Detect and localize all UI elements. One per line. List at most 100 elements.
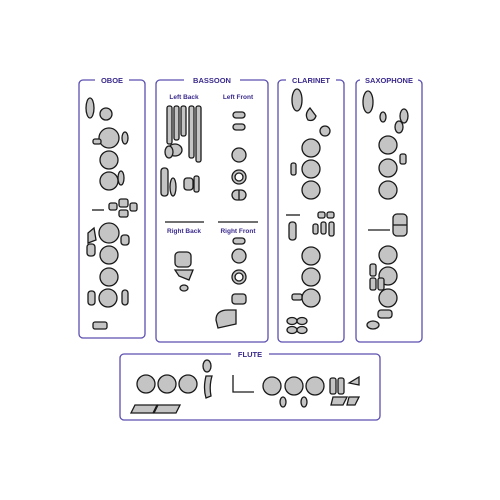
clarinet-title-bg bbox=[286, 75, 336, 85]
oboe-cluster-key-3 bbox=[118, 209, 129, 218]
flute-hole-2 bbox=[157, 374, 177, 394]
clarinet-register-key bbox=[291, 88, 303, 112]
flute-hole-1 bbox=[136, 374, 156, 394]
clarinet-trill-key-5 bbox=[312, 223, 319, 235]
saxophone-keys bbox=[362, 90, 409, 330]
oboe-hole-3 bbox=[99, 150, 119, 170]
oboe-hole-6 bbox=[99, 245, 119, 265]
clarinet-trill-key-3 bbox=[320, 221, 327, 235]
saxophone-panel: SAXOPHONE bbox=[355, 75, 423, 343]
saxophone-hole-1 bbox=[378, 135, 398, 155]
saxophone-title: SAXOPHONE bbox=[365, 76, 413, 85]
clarinet-keys bbox=[286, 88, 335, 335]
bassoon-lf-key-2 bbox=[232, 123, 246, 131]
bassoon-right-front-label: Right Front bbox=[220, 228, 256, 235]
bassoon-pancake-key-2 bbox=[183, 177, 194, 191]
flute-hole-5 bbox=[284, 376, 304, 396]
bassoon-flick-key-1 bbox=[166, 105, 173, 145]
flute-foot-key-1 bbox=[329, 377, 337, 395]
bassoon-rb-key-1 bbox=[174, 251, 192, 268]
oboe-hole-2 bbox=[98, 127, 120, 149]
saxophone-title-bg bbox=[360, 75, 418, 85]
bassoon-rf-key-1 bbox=[232, 237, 246, 245]
saxophone-hole-6 bbox=[378, 288, 398, 308]
flute-foot-key-3 bbox=[347, 375, 360, 386]
clarinet-hole-3 bbox=[301, 180, 321, 200]
bassoon-flick-key-2 bbox=[173, 105, 180, 141]
oboe-cluster-key-1 bbox=[108, 202, 118, 211]
flute-foot-key-2 bbox=[337, 377, 345, 395]
flute-foot-key-4 bbox=[330, 396, 349, 406]
clarinet-thumb-hole bbox=[319, 125, 331, 137]
clarinet-trill-key-2 bbox=[326, 211, 335, 219]
oboe-cluster-key-4 bbox=[129, 202, 138, 212]
oboe-hole-1 bbox=[99, 107, 113, 121]
clarinet-hole-1 bbox=[301, 138, 321, 158]
clarinet-low-key bbox=[291, 293, 303, 301]
flute-title-bg bbox=[231, 349, 269, 359]
oboe-octave-key bbox=[85, 97, 95, 119]
flute-panel: FLUTE bbox=[119, 349, 381, 421]
clarinet-pinky-2 bbox=[296, 316, 308, 326]
clarinet-side-key bbox=[290, 162, 297, 176]
saxophone-side-key-2 bbox=[369, 263, 377, 277]
clarinet-trill-key-4 bbox=[328, 221, 335, 237]
clarinet-hole-2 bbox=[301, 159, 321, 179]
oboe-side-key bbox=[92, 138, 102, 145]
bassoon-flick-key-3 bbox=[180, 105, 187, 137]
saxophone-front-f bbox=[379, 111, 387, 123]
flute-drop-key-2 bbox=[300, 396, 308, 408]
saxophone-side-key-1 bbox=[399, 153, 407, 165]
bassoon-thumb-key-2 bbox=[164, 145, 174, 159]
clarinet-hole-6 bbox=[301, 288, 321, 308]
bassoon-whisper-key bbox=[188, 105, 195, 159]
oboe-trill-key bbox=[117, 170, 125, 186]
oboe-title-bg bbox=[95, 75, 129, 85]
oboe-side-key-lower bbox=[87, 226, 97, 244]
oboe-title: OBOE bbox=[101, 76, 123, 85]
bassoon-pancake-key-3 bbox=[193, 175, 200, 193]
flute-drop-key-1 bbox=[279, 396, 287, 408]
flute-title: FLUTE bbox=[238, 350, 262, 359]
bassoon-left-back-label: Left Back bbox=[169, 94, 199, 101]
clarinet-title: CLARINET bbox=[292, 76, 330, 85]
oboe-cluster-key-2 bbox=[118, 198, 129, 208]
flute-hole-6 bbox=[305, 376, 325, 396]
saxophone-hole-3 bbox=[378, 180, 398, 200]
clarinet-panel: CLARINET bbox=[277, 75, 345, 343]
bassoon-rf-key-2 bbox=[231, 293, 247, 305]
bassoon-drop-key bbox=[169, 177, 177, 197]
flute-foot-key-5 bbox=[346, 396, 361, 406]
saxophone-side-key-3 bbox=[369, 277, 377, 291]
bassoon-long-key bbox=[195, 105, 202, 163]
bassoon-rf-pinky-key bbox=[215, 309, 237, 329]
bassoon-rf-ring bbox=[234, 272, 244, 282]
oboe-lower-key-1 bbox=[86, 243, 96, 257]
flute-divider bbox=[232, 375, 254, 393]
saxophone-hole-2 bbox=[378, 158, 398, 178]
saxophone-hole-4 bbox=[378, 245, 398, 265]
bassoon-title-bg bbox=[184, 75, 240, 85]
oboe-spatula-key bbox=[121, 131, 129, 145]
saxophone-octave-key bbox=[362, 90, 374, 114]
flute-keys bbox=[129, 359, 361, 414]
oboe-hole-4 bbox=[99, 171, 119, 191]
bassoon-rb-key-2 bbox=[173, 269, 194, 281]
bassoon-lf-hole-1 bbox=[231, 147, 247, 163]
bassoon-keys bbox=[160, 105, 247, 329]
flute-trill-key-1 bbox=[202, 359, 212, 373]
flute-hole-3 bbox=[178, 374, 198, 394]
clarinet-trill-key-1 bbox=[317, 211, 326, 219]
oboe-hole-5 bbox=[98, 222, 120, 244]
saxophone-side-key-4 bbox=[377, 277, 385, 291]
clarinet-side-key-lower bbox=[288, 221, 297, 241]
bassoon-rb-key-3 bbox=[179, 284, 189, 292]
clarinet-pinky-4 bbox=[296, 325, 308, 335]
oboe-hole-8 bbox=[98, 288, 118, 308]
bassoon-panel-frame bbox=[155, 79, 269, 343]
oboe-hole-7 bbox=[99, 267, 119, 287]
bassoon-lf-key-1 bbox=[232, 111, 246, 119]
oboe-pinky-key-2 bbox=[121, 289, 129, 306]
saxophone-low-key-1 bbox=[377, 309, 393, 319]
